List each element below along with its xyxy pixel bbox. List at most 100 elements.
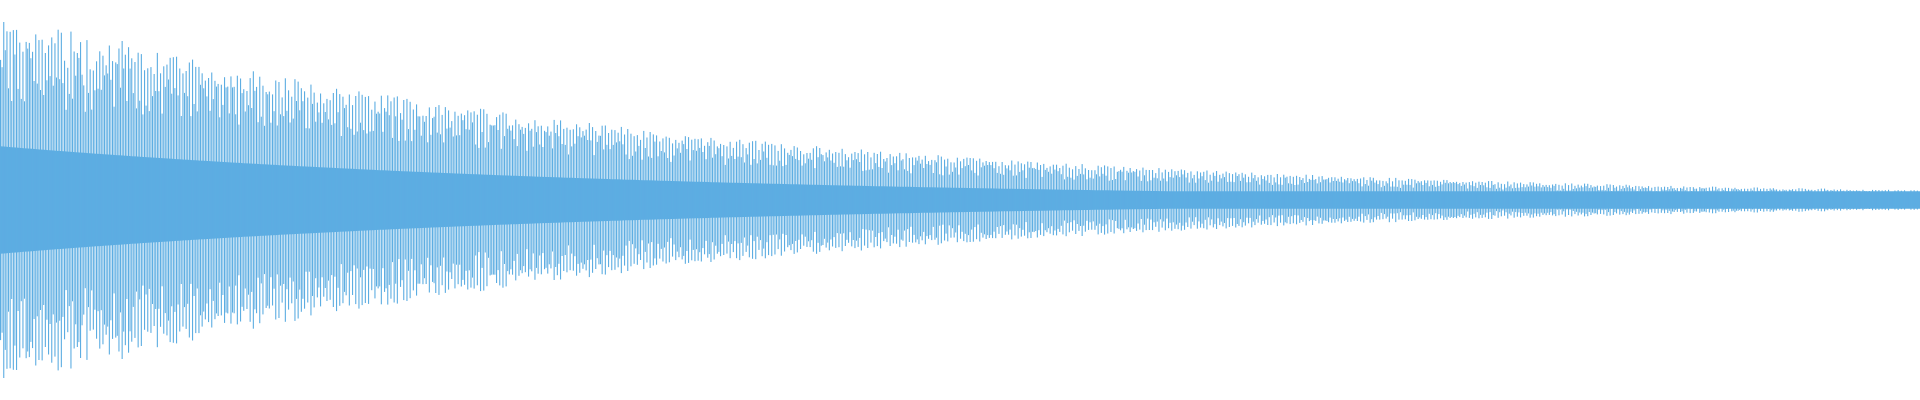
waveform-bar	[545, 132, 547, 268]
waveform-bar	[336, 88, 338, 312]
waveform-bar	[48, 45, 50, 355]
waveform-bar	[1320, 182, 1321, 218]
waveform-bar	[816, 146, 818, 254]
waveform-bar	[491, 125, 493, 275]
waveform-bar	[1886, 194, 1888, 206]
waveform-bar	[692, 150, 694, 250]
waveform-bar	[963, 158, 965, 242]
waveform-bar	[683, 144, 685, 256]
waveform-bar	[1070, 177, 1072, 223]
waveform-bar	[244, 111, 246, 289]
waveform-bar	[100, 89, 102, 311]
waveform-bar	[1131, 172, 1133, 228]
waveform-bar	[987, 165, 989, 236]
waveform-bar	[54, 43, 56, 357]
waveform-bar	[1472, 181, 1474, 219]
waveform-bar	[1547, 187, 1549, 213]
waveform-bar	[854, 152, 856, 249]
waveform-bar	[787, 152, 789, 248]
waveform-bar	[217, 83, 219, 317]
waveform-bar	[1524, 187, 1526, 213]
waveform-bar	[276, 125, 278, 275]
waveform-bar	[1587, 183, 1589, 217]
waveform-bar	[214, 80, 216, 320]
waveform-bar	[294, 79, 296, 321]
waveform-bar	[1184, 170, 1186, 230]
waveform-bar	[1035, 169, 1037, 231]
waveform-bar	[1233, 182, 1235, 218]
waveform-bar	[1628, 185, 1630, 215]
waveform-bar	[680, 152, 681, 248]
waveform-bar	[1897, 190, 1899, 210]
waveform-bar	[268, 91, 270, 309]
waveform-bar	[1315, 179, 1317, 221]
waveform-bar	[1174, 171, 1176, 229]
waveform-bar	[1539, 183, 1541, 217]
waveform-bar	[598, 135, 600, 265]
waveform-bar	[187, 96, 189, 304]
waveform-bar	[41, 39, 43, 361]
waveform-bar	[249, 78, 251, 322]
waveform-bar	[1641, 186, 1643, 214]
waveform-bar	[139, 100, 141, 300]
waveform-bar	[1040, 165, 1042, 235]
waveform-bar	[1851, 191, 1853, 209]
waveform-bar	[1424, 180, 1426, 220]
waveform-bar	[1483, 185, 1485, 215]
waveform-bar	[1529, 182, 1531, 218]
waveform-bar	[289, 122, 291, 278]
waveform-bar	[331, 124, 333, 276]
waveform-bar	[630, 133, 632, 267]
waveform-bar	[1022, 170, 1024, 230]
waveform-bar	[1043, 163, 1045, 237]
waveform-bar	[649, 132, 651, 268]
waveform-bar	[944, 159, 946, 241]
waveform-bar	[1150, 180, 1152, 220]
waveform-bar	[324, 112, 326, 288]
waveform-bar	[1163, 178, 1165, 222]
waveform-bar	[3, 22, 5, 378]
waveform-bar	[1166, 181, 1168, 219]
waveform-bar	[1492, 184, 1494, 216]
waveform-bar	[1772, 188, 1774, 212]
waveform-bar	[822, 155, 824, 245]
waveform-bar	[1766, 188, 1768, 212]
waveform-bar	[1888, 189, 1890, 211]
waveform-bar	[1556, 190, 1558, 210]
waveform-bar	[156, 52, 158, 348]
waveform-bar	[28, 42, 30, 358]
waveform-bar	[574, 143, 576, 257]
waveform-bar	[601, 125, 603, 275]
waveform-bar	[1292, 176, 1294, 224]
waveform-bar	[1158, 168, 1160, 232]
waveform-bar	[448, 110, 450, 290]
waveform-bar	[433, 116, 435, 284]
waveform-bar	[472, 122, 473, 278]
waveform-bar	[836, 166, 838, 234]
waveform-bar	[1283, 174, 1285, 226]
waveform-bar	[483, 109, 485, 291]
waveform-bar	[1211, 180, 1213, 220]
waveform-bar	[745, 148, 747, 252]
waveform-bar	[1411, 179, 1413, 221]
waveform-bar	[366, 133, 368, 267]
waveform-bar	[1571, 183, 1573, 217]
waveform-bar	[739, 139, 741, 261]
waveform-bar	[832, 153, 834, 247]
waveform-bar	[486, 113, 488, 287]
waveform-bar	[1835, 192, 1837, 208]
waveform-bar	[971, 170, 973, 230]
waveform-bar	[334, 123, 336, 277]
waveform-bar	[1404, 180, 1406, 220]
waveform-bar	[1105, 175, 1107, 225]
waveform-bar	[1462, 182, 1464, 218]
waveform-bar	[1510, 184, 1512, 216]
waveform-bar	[721, 156, 723, 244]
waveform-bar	[896, 156, 898, 244]
waveform-bar	[1742, 192, 1744, 208]
waveform-bar	[1614, 187, 1616, 213]
waveform-bar	[1075, 166, 1077, 234]
waveform-bar	[902, 159, 904, 241]
waveform-bar	[363, 130, 365, 270]
